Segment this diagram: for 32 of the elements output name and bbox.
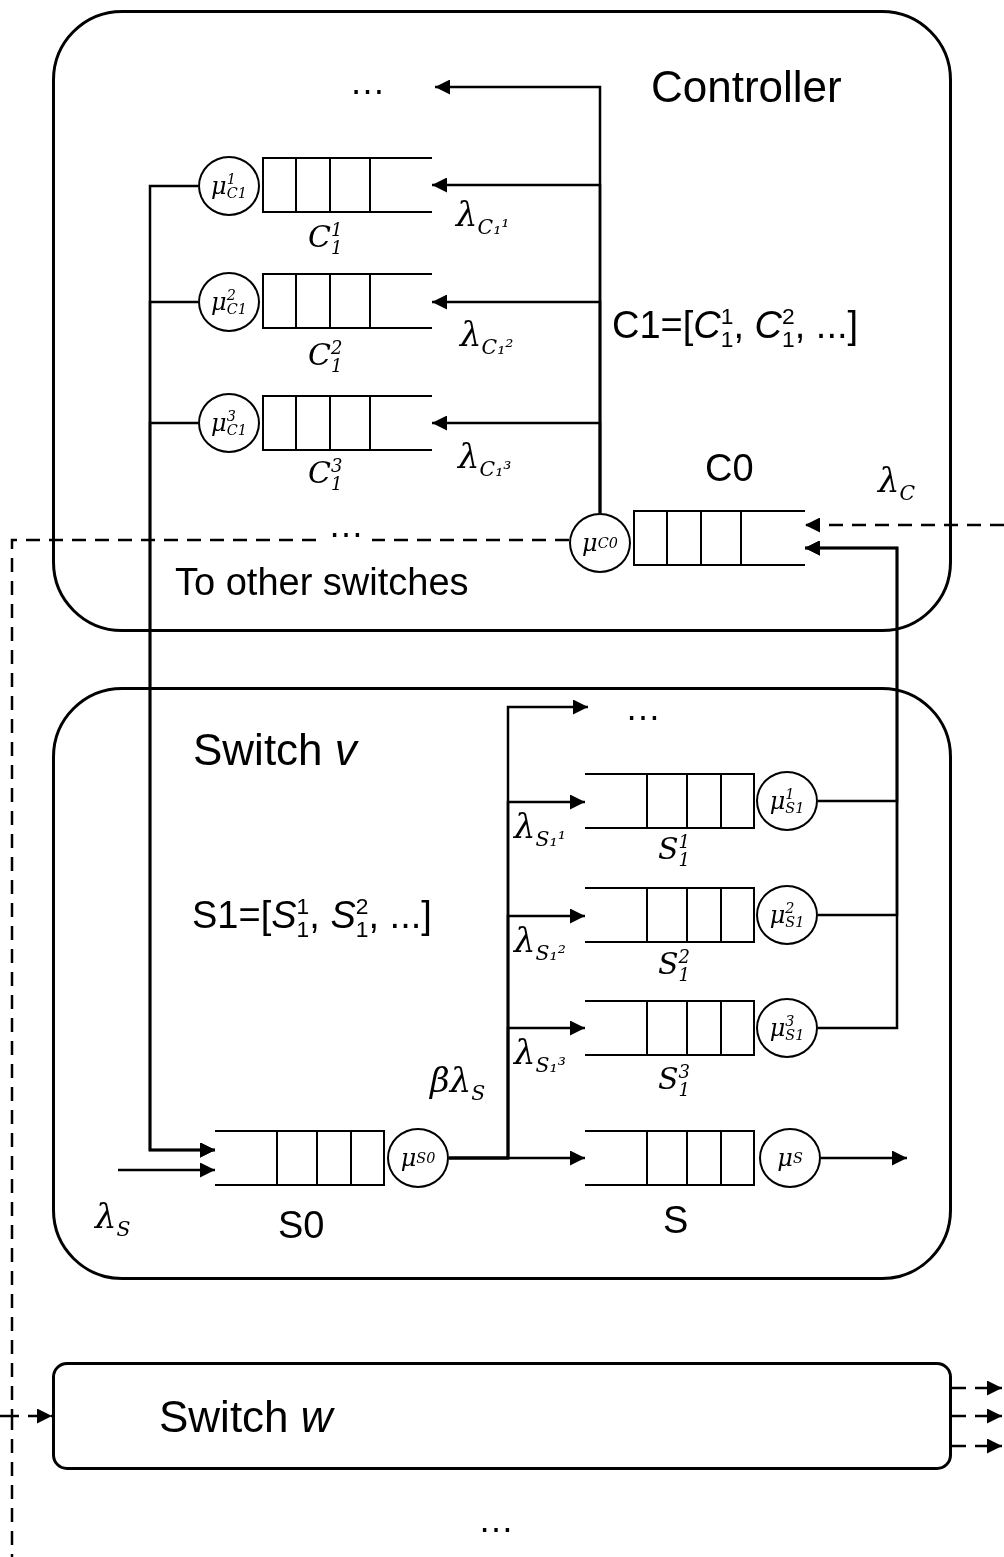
annotation-text: C1=[C$^{1}$$_{1}$, C$^{2}$$_{1}$, ...] xyxy=(612,305,859,351)
annotation-text: To other switches xyxy=(175,562,469,604)
arrow xyxy=(805,517,1004,533)
arrow xyxy=(805,540,899,1030)
arrow xyxy=(952,1438,1002,1454)
arrow xyxy=(821,1150,907,1166)
rounded-panel xyxy=(52,1362,952,1470)
arrow xyxy=(449,1150,585,1166)
queue-label: C0 xyxy=(705,448,754,490)
panel-title: Controller xyxy=(651,63,842,112)
queue-buffer xyxy=(262,157,432,213)
annotation-text: … xyxy=(478,1500,514,1540)
ellipsis-text: … xyxy=(588,688,698,728)
queue-label: S0 xyxy=(278,1205,325,1247)
arrow xyxy=(432,415,602,513)
annotation-text: S1=[S$^{1}$$_{1}$, S$^{2}$$_{1}$, ...] xyxy=(192,895,432,941)
queue-buffer xyxy=(262,395,432,451)
arrow xyxy=(118,1162,215,1178)
arrow xyxy=(952,1408,1002,1424)
arrow xyxy=(10,538,569,1424)
ellipsis-text: … xyxy=(300,62,435,110)
queue-buffer xyxy=(585,773,755,829)
queue-buffer xyxy=(262,273,432,329)
panel-title: Switch v xyxy=(193,726,357,775)
queue-buffer xyxy=(633,510,805,566)
queue-label: S xyxy=(663,1200,689,1242)
queue-buffer xyxy=(585,887,755,943)
arrow xyxy=(952,1380,1002,1396)
panel-title: Switch w xyxy=(159,1393,333,1442)
queue-buffer xyxy=(585,1000,755,1056)
queue-buffer xyxy=(215,1130,385,1186)
queue-buffer xyxy=(585,1130,755,1186)
